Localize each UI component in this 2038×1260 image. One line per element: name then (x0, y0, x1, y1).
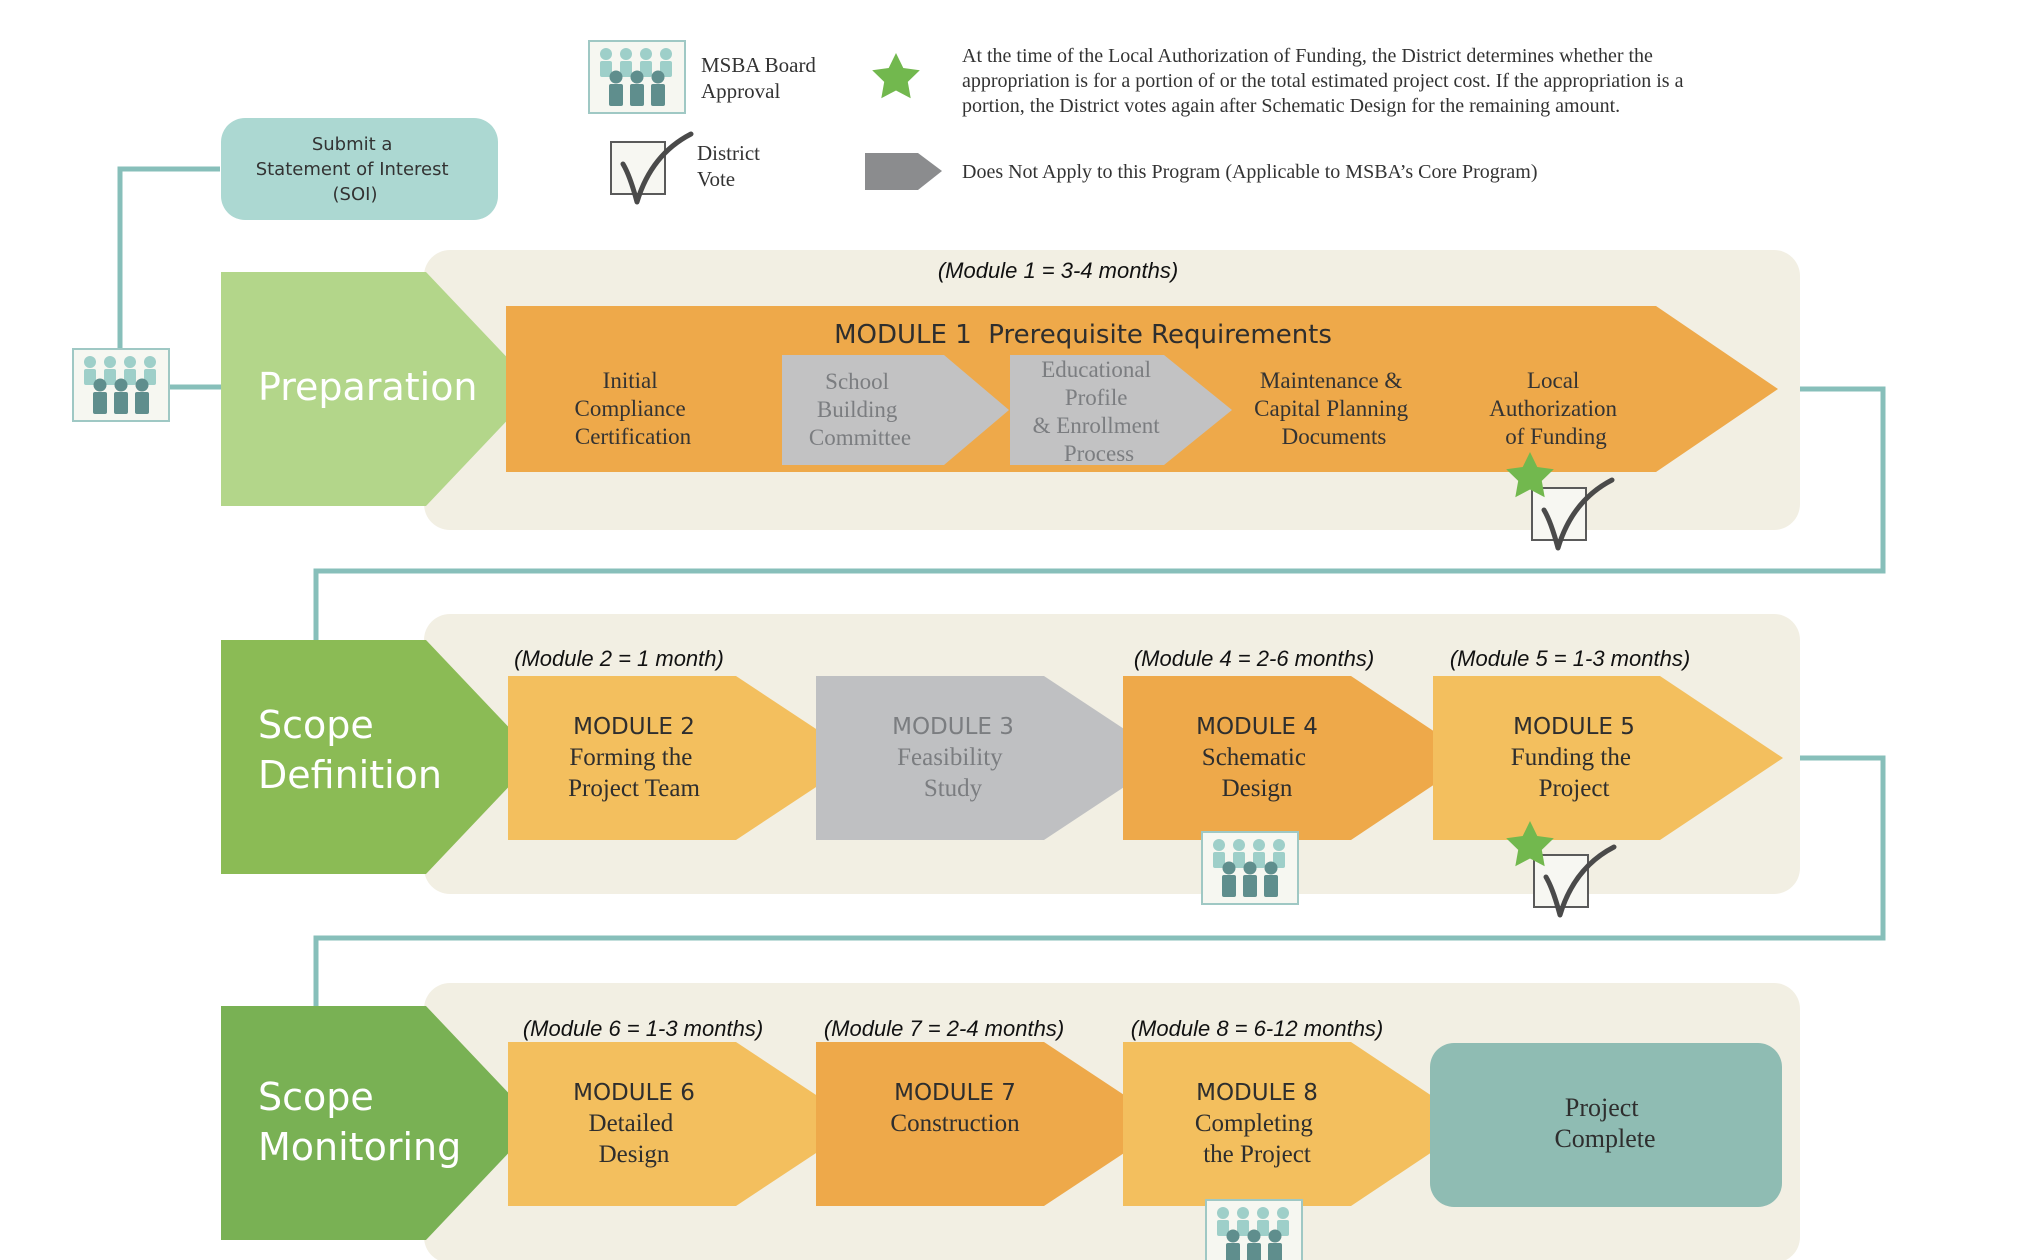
module-7-arrow (816, 1042, 1168, 1206)
legend-board-label: MSBA Board Approval (701, 53, 821, 103)
module-7-label: MODULE 7 (894, 1080, 1016, 1106)
module-4-arrow (1123, 676, 1474, 840)
preparation-phase-label: Preparation (258, 365, 478, 409)
module-3-arrow (816, 676, 1168, 840)
legend-star-note: At the time of the Local Authorization o… (962, 45, 1688, 117)
preparation-to-definition-connector (313, 386, 1886, 640)
step-initial-compliance: Initial Compliance Certification (575, 368, 692, 449)
project-complete-box (1430, 1043, 1782, 1207)
module-7-name: Construction (890, 1110, 1020, 1137)
module-8-name: Completing the Project (1195, 1110, 1319, 1168)
module-8-arrow (1123, 1042, 1474, 1206)
module-8-label: MODULE 8 (1196, 1080, 1318, 1106)
soi-text-line: (SOI) (333, 184, 378, 205)
module-5-arrow (1433, 676, 1783, 840)
module-8-duration: (Module 8 = 6-12 months) (1131, 1016, 1384, 1041)
step-educational-profile-arrow (1010, 355, 1232, 465)
module-5-duration: (Module 5 = 1-3 months) (1450, 646, 1690, 671)
module-1-title: MODULE 1 Prerequisite Requirements (834, 320, 1332, 350)
phase-preparation: Preparation (Module 1 = 3-4 months) MODU… (72, 250, 1800, 548)
step-maintenance-capital-planning: Maintenance & Capital Planning Documents (1254, 368, 1414, 449)
preparation-phase-arrow (221, 272, 537, 506)
module-1-duration: (Module 1 = 3-4 months) (938, 258, 1178, 283)
soi-text-line: Statement of Interest (256, 159, 449, 180)
scope-definition-phase-label: Scope Definition (258, 703, 442, 797)
module-2-label: MODULE 2 (573, 714, 695, 740)
legend-star-icon (872, 53, 920, 99)
module-2-duration: (Module 2 = 1 month) (514, 646, 724, 671)
step-school-building-committee: School Building Committee (809, 369, 911, 450)
module-2-name: Forming the Project Team (568, 744, 700, 802)
flow-connectors (117, 166, 1886, 1006)
module-6-label: MODULE 6 (573, 1080, 695, 1106)
module-6-arrow (508, 1042, 860, 1206)
scope-monitoring-phase-arrow (221, 1006, 537, 1240)
soi-text-line: Submit a (312, 134, 393, 155)
module-6-duration: (Module 6 = 1-3 months) (523, 1016, 763, 1041)
module-5-name: Funding the Project (1511, 744, 1637, 802)
soi-connector (117, 166, 220, 350)
scope-definition-phase-arrow (221, 640, 537, 874)
module-4-board-approval-icon (1201, 831, 1299, 905)
module-7-duration: (Module 7 = 2-4 months) (824, 1016, 1064, 1041)
module-3-name: Feasibility Study (897, 744, 1009, 802)
svg-text:Submit a Statement of In: Submit a Statement of Interest (SOI) (256, 134, 455, 205)
module-4-name: Schematic Design (1202, 744, 1312, 802)
phase-scope-definition: Scope Definition (Module 2 = 1 month) (M… (221, 614, 1800, 915)
legend-vote-label: District Vote (697, 141, 765, 191)
legend-grey-arrow-icon (865, 153, 942, 190)
module-6-name: Detailed Design (589, 1110, 680, 1168)
project-complete-label: Project Complete (1554, 1093, 1655, 1153)
module-5-label: MODULE 5 (1513, 714, 1635, 740)
legend: MSBA Board Approval District Vote At the… (588, 40, 1688, 202)
legend-msba-board-icon (588, 40, 686, 114)
module-2-arrow (508, 676, 860, 840)
module-3-label: MODULE 3 (892, 714, 1014, 740)
legend-district-vote-icon (611, 134, 691, 202)
soi-box: Submit a Statement of Interest (SOI) (221, 118, 498, 220)
definition-to-monitoring-connector (313, 755, 1886, 1006)
step-school-building-committee-arrow (782, 355, 1009, 465)
module-4-duration: (Module 4 = 2-6 months) (1134, 646, 1374, 671)
module-8-board-approval-icon (1205, 1199, 1303, 1260)
legend-grey-note: Does Not Apply to this Program (Applicab… (962, 161, 1538, 183)
step-local-authorization: Local Authorization of Funding (1489, 368, 1623, 449)
scope-monitoring-phase-label: Scope Monitoring (258, 1075, 461, 1169)
step-educational-profile: Educational Profile & Enrollment Process (1033, 357, 1166, 466)
preparation-board-approval-icon (72, 348, 170, 422)
module-4-label: MODULE 4 (1196, 714, 1318, 740)
phase-scope-monitoring: Scope Monitoring (Module 6 = 1-3 months)… (221, 983, 1800, 1260)
